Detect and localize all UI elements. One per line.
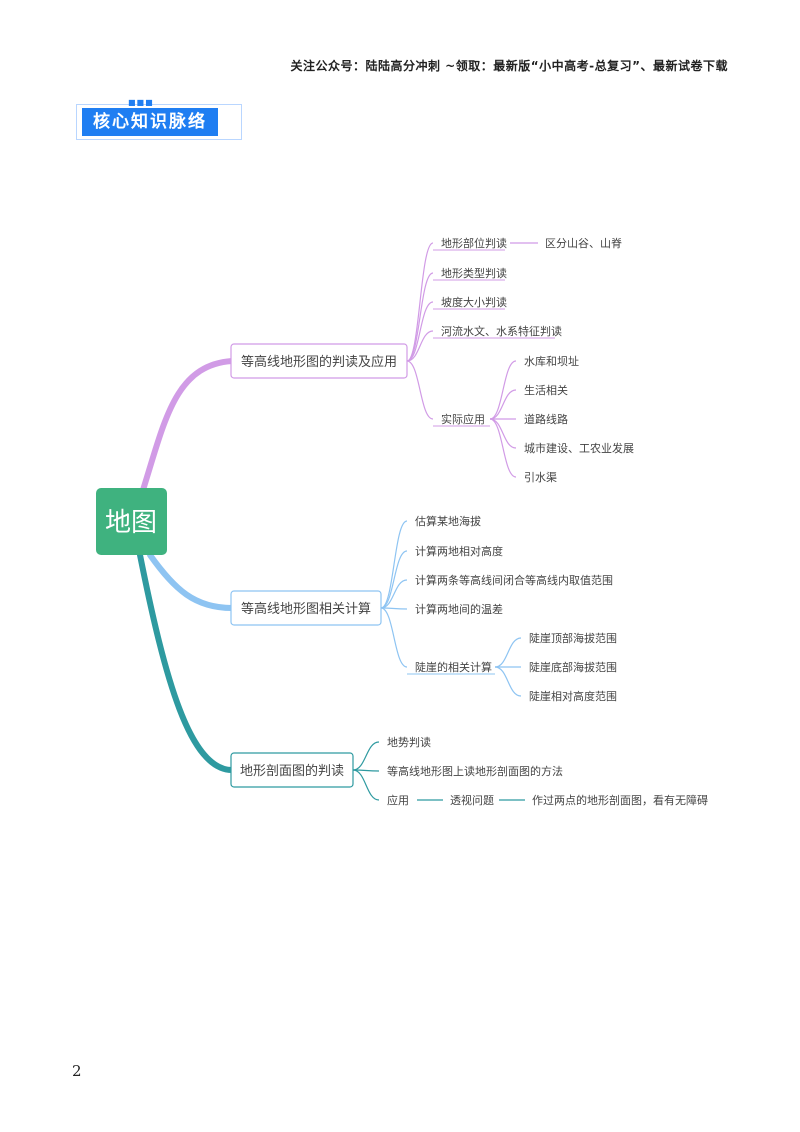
root-node: 地图: [96, 488, 167, 555]
b2-cliff-1: 陡崖顶部海拔范围: [529, 631, 617, 645]
b2-item-3: 计算两条等高线间闭合等高线内取值范围: [415, 573, 613, 587]
branch-curve-3: [137, 552, 235, 773]
b3-item-1: 地势判读: [387, 735, 431, 749]
root-label: 地图: [105, 508, 157, 538]
b3-item-3: 应用: [387, 793, 409, 807]
branch-curve-1: [140, 358, 235, 493]
b1-item-2: 地形类型判读: [441, 266, 507, 280]
b2-cliff-2: 陡崖底部海拔范围: [529, 660, 617, 674]
b1-app-2: 生活相关: [524, 383, 568, 397]
b1-app-3: 道路线路: [524, 412, 568, 426]
b2-item-2: 计算两地相对高度: [415, 544, 503, 558]
branch-3-label: 地形剖面图的判读: [240, 763, 344, 779]
page-number: 2: [72, 1062, 82, 1080]
b1-item-5: 实际应用: [441, 412, 485, 426]
section-title: 核心知识脉络: [82, 108, 218, 136]
b3-item-2: 等高线地形图上读地形剖面图的方法: [387, 764, 563, 778]
b1-item-4: 河流水文、水系特征判读: [441, 324, 562, 338]
b2-item-4: 计算两地间的温差: [415, 602, 503, 616]
b1-app-5: 引水渠: [524, 470, 557, 484]
b2-cliff-3: 陡崖相对高度范围: [529, 689, 617, 703]
branch-2: 等高线地形图相关计算 估算某地海拔 计算两地相对高度 计算两条等高线间闭合等高线…: [230, 514, 617, 703]
section-title-badge: ■■■ 核心知识脉络: [76, 98, 242, 140]
b3-item-3-sub: 透视问题: [450, 793, 494, 807]
header-note: 关注公众号：陆陆高分冲刺 ~领取：最新版“小中高考-总复习”、最新试卷下载: [290, 59, 728, 73]
badge-dots: ■■■: [128, 98, 154, 107]
branch-2-label: 等高线地形图相关计算: [241, 601, 371, 617]
branch-curve-2: [147, 552, 235, 611]
b1-item-1: 地形部位判读: [441, 236, 507, 250]
branch-1: 等高线地形图的判读及应用 地形部位判读 区分山谷、山脊 地形类型判读 坡度大小判…: [230, 236, 634, 484]
b1-item-1-sub: 区分山谷、山脊: [545, 236, 622, 250]
b3-item-3-sub-sub: 作过两点的地形剖面图，看有无障碍: [532, 793, 708, 807]
b1-item-3: 坡度大小判读: [441, 295, 507, 309]
b2-item-5: 陡崖的相关计算: [415, 660, 492, 674]
branch-3: 地形剖面图的判读 地势判读 等高线地形图上读地形剖面图的方法 应用 透视问题 作…: [230, 735, 708, 807]
b1-app-4: 城市建设、工农业发展: [524, 441, 634, 455]
b1-app-1: 水库和坝址: [524, 354, 579, 368]
b2-item-1: 估算某地海拔: [415, 514, 481, 528]
badge-frame: [76, 104, 242, 140]
branch-1-label: 等高线地形图的判读及应用: [241, 354, 397, 370]
